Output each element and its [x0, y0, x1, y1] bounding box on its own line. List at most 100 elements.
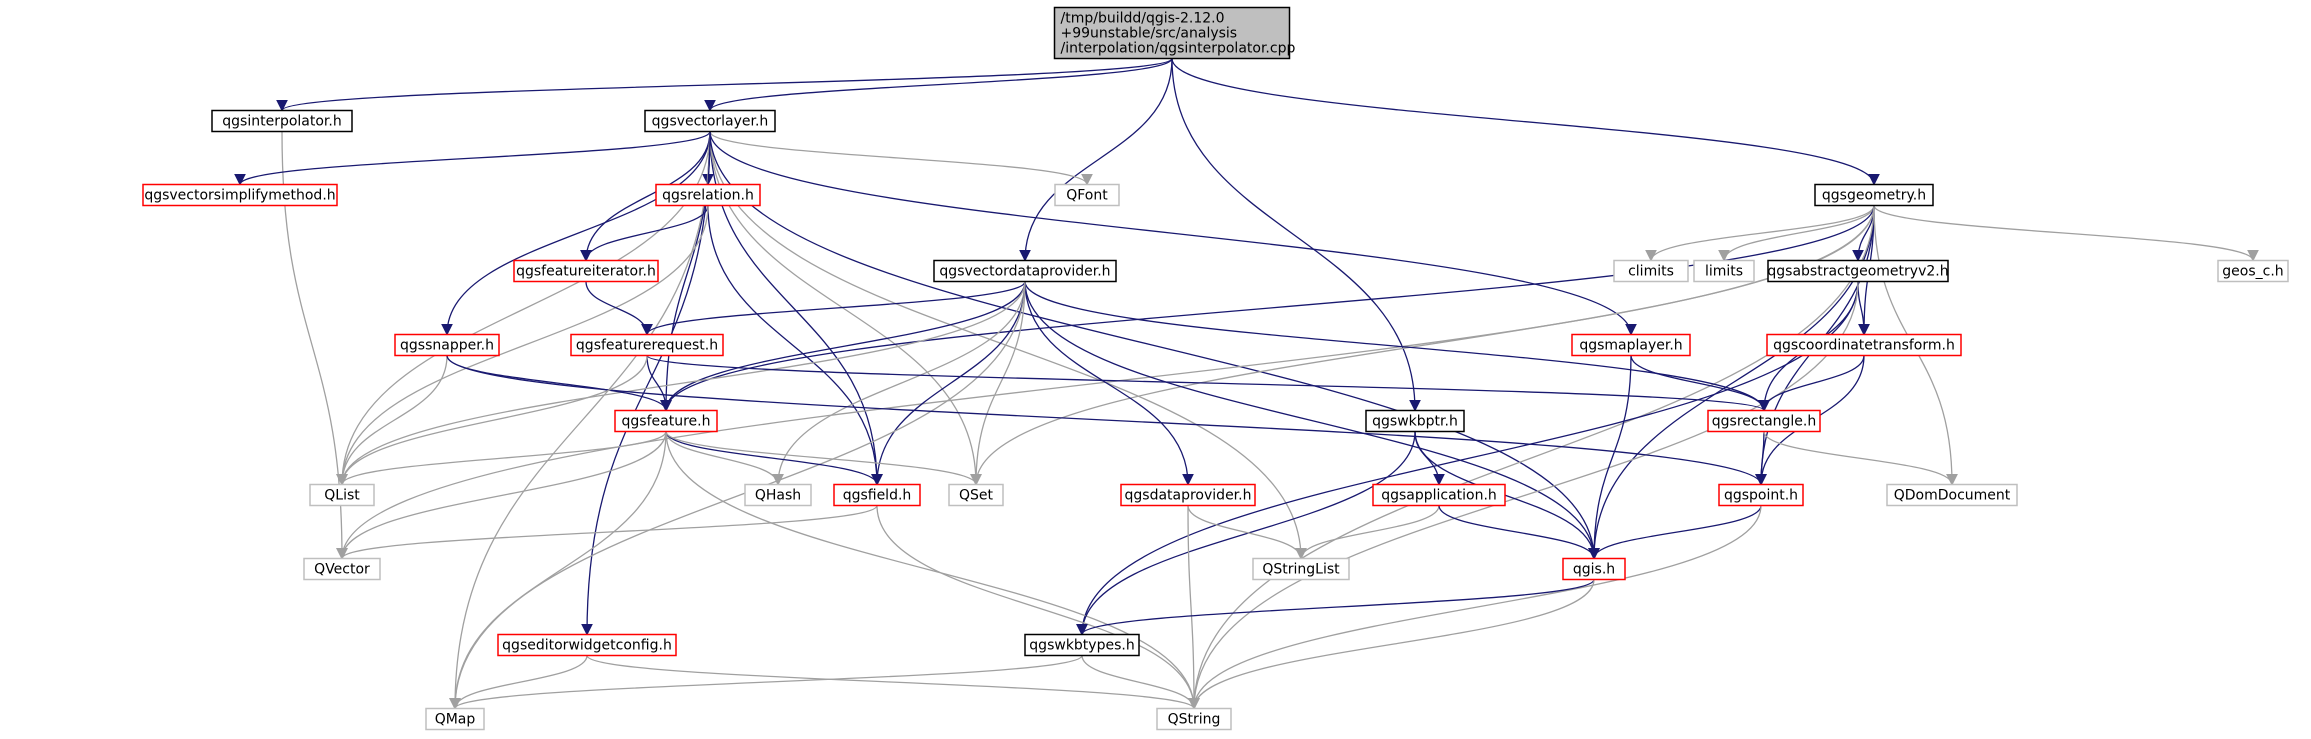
node-qgsmaplayer[interactable]: qgsmaplayer.h — [1571, 333, 1691, 357]
node-box — [1053, 6, 1291, 60]
node-label: climits — [1628, 264, 1674, 280]
node-label: qgsvectorsimplifymethod.h — [144, 188, 335, 204]
edge-qgseditorwidgetconfig-to-qstring — [586, 654, 1200, 710]
node-box — [1571, 333, 1691, 357]
edge-qgsfeature-to-qgsfield — [665, 431, 883, 486]
node-label: geos_c.h — [2222, 264, 2283, 280]
node-label: qgsrectangle.h — [1712, 414, 1816, 430]
node-box — [1718, 483, 1804, 507]
edge-qgsgeometry-to-geosc — [1873, 205, 2259, 262]
node-root[interactable]: /tmp/buildd/qgis-2.12.0+99unstable/src/a… — [1053, 6, 1296, 60]
node-box — [948, 483, 1004, 507]
edge-qgsfeature-to-qmap — [449, 431, 667, 710]
node-qhash: QHash — [744, 483, 812, 507]
node-box — [309, 483, 375, 507]
node-qgsfield[interactable]: qgsfield.h — [833, 483, 921, 507]
edge-qgsvectorlayer-to-qgsfeature — [660, 131, 711, 412]
edge-qgsgeometry-to-qgsfeature — [660, 205, 1875, 412]
edge-qgsvectordataprovider-to-qgsfield — [871, 281, 1026, 486]
edge-qgsrectangle-to-qdomdocument — [1763, 431, 1958, 486]
node-box — [744, 483, 812, 507]
node-qgsfeatureiterator[interactable]: qgsfeatureiterator.h — [513, 259, 659, 283]
node-box — [497, 633, 677, 657]
node-box — [1766, 333, 1962, 357]
node-box — [655, 183, 761, 207]
node-label: qgsapplication.h — [1381, 488, 1497, 504]
node-qdomdocument: QDomDocument — [1886, 483, 2018, 507]
edge-qgsvectordataprovider-to-qgis — [1024, 281, 1600, 560]
node-box — [1372, 483, 1506, 507]
node-qgsdataprovider[interactable]: qgsdataprovider.h — [1120, 483, 1256, 507]
node-label: QHash — [755, 488, 801, 504]
edge-qgsapplication-to-qstringlist — [1295, 505, 1440, 560]
node-label: QDomDocument — [1894, 488, 2011, 504]
node-label: qgseditorwidgetconfig.h — [502, 638, 672, 654]
edge-qgspoint-to-qgis — [1588, 505, 1762, 560]
node-label: limits — [1705, 264, 1743, 280]
node-box — [513, 259, 659, 283]
node-label: qgsfeatureiterator.h — [516, 264, 656, 280]
node-box — [1252, 557, 1350, 581]
node-qgsrelation[interactable]: qgsrelation.h — [655, 183, 761, 207]
nodes-layer: /tmp/buildd/qgis-2.12.0+99unstable/src/a… — [142, 6, 2289, 731]
node-qstringlist: QStringList — [1252, 557, 1350, 581]
node-qgsvectorsimplifymethod[interactable]: qgsvectorsimplifymethod.h — [142, 183, 338, 207]
edge-qgsgeometry-to-climits — [1645, 205, 1875, 262]
node-box — [1024, 633, 1140, 657]
node-qgsinterpolator[interactable]: qgsinterpolator.h — [211, 109, 353, 133]
edge-qgis-to-qgswkbtypes — [1076, 578, 1595, 636]
node-qgscoordinatetransform[interactable]: qgscoordinatetransform.h — [1766, 333, 1962, 357]
edge-qgsvectordataprovider-to-qset — [970, 281, 1026, 486]
node-qgswkbptr[interactable]: qgswkbptr.h — [1365, 409, 1465, 433]
node-box — [1886, 483, 2018, 507]
edge-qgsabstractgeometryv2-to-qgswkbtypes — [1076, 281, 1859, 636]
node-qgsfeaturerequest[interactable]: qgsfeaturerequest.h — [570, 333, 724, 357]
edge-qgsrelation-to-qgsfield — [707, 205, 883, 486]
node-qset: QSet — [948, 483, 1004, 507]
node-qgis[interactable]: qgis.h — [1562, 557, 1626, 581]
edge-qgsgeometry-to-qstring — [1188, 205, 1875, 710]
node-qgspoint[interactable]: qgspoint.h — [1718, 483, 1804, 507]
node-label: QFont — [1066, 188, 1108, 204]
edge-qgsvectordataprovider-to-qmap — [449, 281, 1026, 710]
node-qgsrectangle[interactable]: qgsrectangle.h — [1707, 409, 1821, 433]
node-qgsvectorlayer[interactable]: qgsvectorlayer.h — [644, 109, 776, 133]
edge-qgsfeaturerequest-to-qgsrectangle — [646, 354, 1770, 412]
node-qgsapplication[interactable]: qgsapplication.h — [1372, 483, 1506, 507]
node-qgsgeometry[interactable]: qgsgeometry.h — [1814, 183, 1934, 207]
edge-qgssnapper-to-qlist — [336, 355, 448, 486]
node-qgsvectordataprovider[interactable]: qgsvectordataprovider.h — [933, 259, 1117, 283]
node-qmap: QMap — [425, 707, 485, 731]
node-label: QList — [324, 488, 360, 504]
edge-qgspoint-to-qstring — [1188, 505, 1762, 710]
edge-qgsfeature-to-qvector — [336, 431, 667, 560]
node-box — [1693, 259, 1755, 283]
node-qgswkbtypes[interactable]: qgswkbtypes.h — [1024, 633, 1140, 657]
edge-qgsvectorlayer-to-qmap — [449, 131, 711, 710]
node-box — [394, 333, 500, 357]
edge-qgsgeometry-to-qset — [970, 205, 1875, 486]
edge-root-to-qgsinterpolator — [276, 57, 1173, 112]
node-qgsabstractgeometryv2[interactable]: qgsabstractgeometryv2.h — [1767, 259, 1949, 283]
node-box — [1562, 557, 1626, 581]
edge-qgsdataprovider-to-qstringlist — [1187, 505, 1307, 560]
node-box — [833, 483, 921, 507]
node-label: qgsgeometry.h — [1822, 188, 1926, 204]
node-box — [2217, 259, 2289, 283]
edge-qgsvectorlayer-to-qgis — [709, 131, 1600, 560]
node-box — [1613, 259, 1689, 283]
edge-qgsvectordataprovider-to-qgsfeature — [660, 281, 1026, 412]
edge-qgsgeometry-to-limits — [1718, 205, 1875, 262]
node-qgseditorwidgetconfig[interactable]: qgseditorwidgetconfig.h — [497, 633, 677, 657]
edge-qgsvectorlayer-to-qfont — [709, 131, 1093, 186]
edge-qgsmaplayer-to-qgis — [1588, 355, 1632, 560]
node-qvector: QVector — [303, 557, 381, 581]
edge-qgsfeature-to-qstring — [665, 431, 1200, 710]
node-label: qgswkbtypes.h — [1029, 638, 1134, 654]
edge-qgis-to-qstring — [1188, 579, 1595, 710]
node-box — [1767, 259, 1949, 283]
node-qgsfeature[interactable]: qgsfeature.h — [614, 409, 718, 433]
node-qgssnapper[interactable]: qgssnapper.h — [394, 333, 500, 357]
node-label: qgsabstractgeometryv2.h — [1767, 264, 1948, 280]
node-label: qgssnapper.h — [400, 338, 494, 354]
